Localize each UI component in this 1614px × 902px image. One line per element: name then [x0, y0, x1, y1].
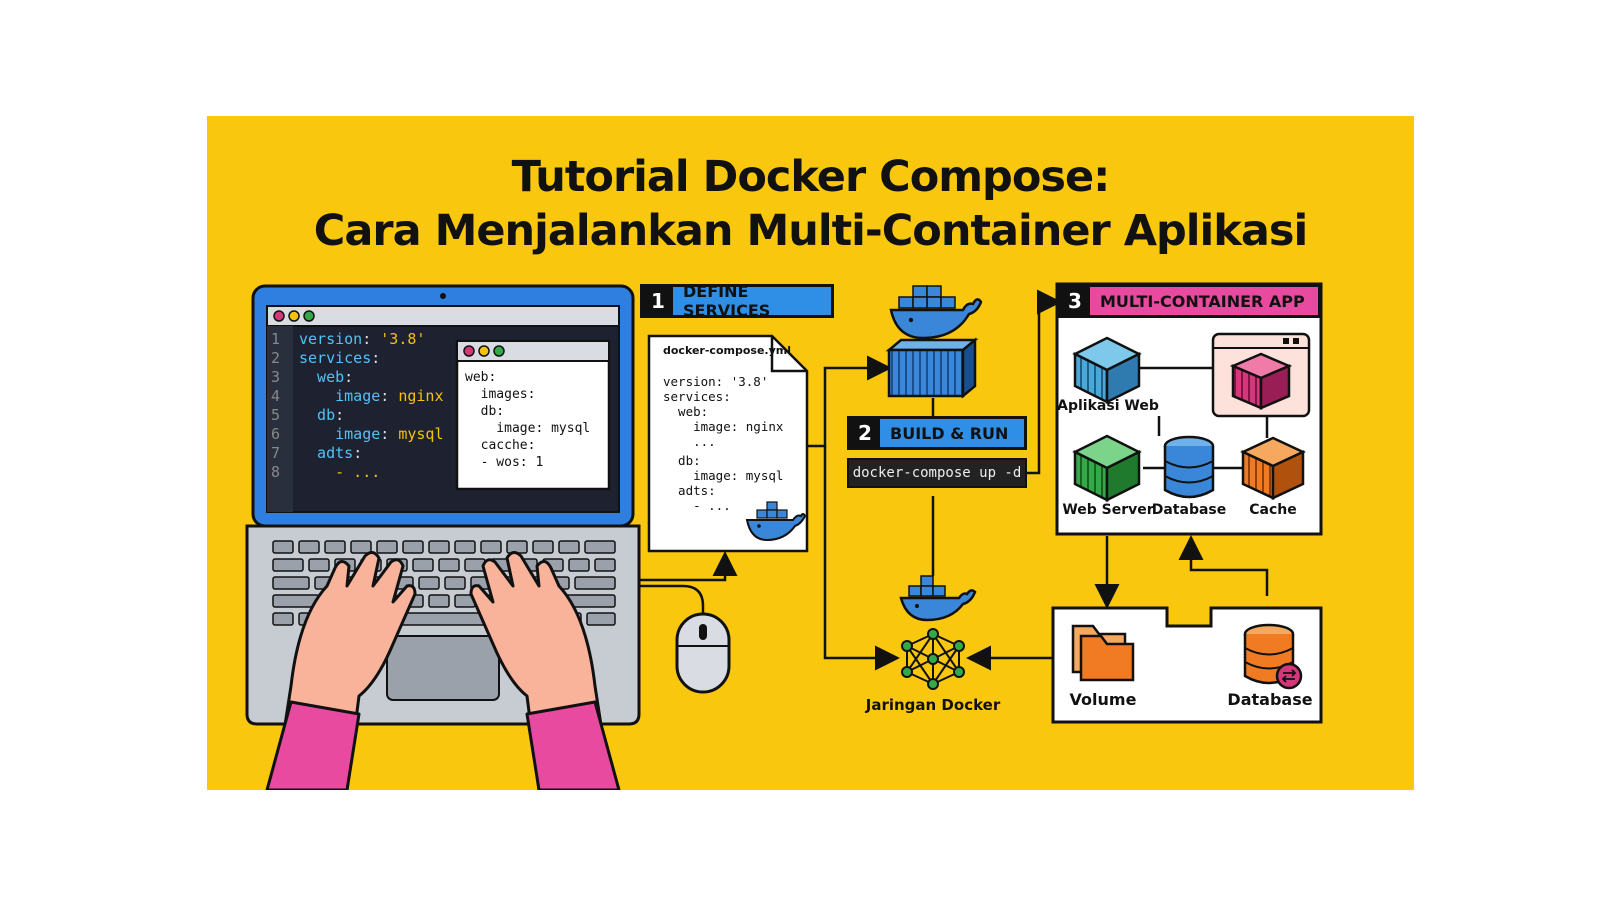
docker-whale-icon [745, 501, 807, 542]
yml-line: - ... [663, 498, 731, 513]
line-number: 1 [271, 330, 281, 348]
line-number: 7 [271, 444, 281, 462]
cache-label: Cache [1249, 502, 1297, 518]
title-line-1: Tutorial Docker Compose: [511, 152, 1111, 202]
cache-container-icon [1240, 436, 1306, 500]
yml-line: image: mysql [663, 468, 784, 483]
yml-line: image: nginx [663, 419, 784, 434]
browser-window-icon [1211, 332, 1311, 418]
code-line: image: mysql [299, 425, 444, 443]
line-number: 6 [271, 425, 281, 443]
mouse [639, 584, 731, 694]
docker-whale-icon [889, 285, 983, 340]
yml-line: db: [663, 453, 701, 468]
folder-icon [1071, 624, 1135, 682]
popup-line: web: [465, 370, 497, 385]
step-3-number: 3 [1060, 287, 1090, 315]
yml-line: ... [663, 434, 716, 449]
popup-line: image: mysql [465, 421, 591, 436]
popup-line: images: [465, 387, 536, 402]
code-line: adts: [299, 444, 363, 462]
code-line: version: '3.8' [299, 330, 426, 348]
step-1-label: DEFINE SERVICES [683, 282, 771, 320]
popup-line: cacche: [465, 438, 536, 453]
popup-window [455, 339, 611, 491]
line-number: 8 [271, 463, 281, 481]
line-number: 3 [271, 368, 281, 386]
title-line-2: Cara Menjalankan Multi-Container Aplikas… [313, 206, 1308, 256]
container-icon [885, 337, 979, 399]
network-label: Jaringan Docker [865, 696, 1001, 714]
line-number: 4 [271, 387, 281, 405]
yml-line: version: '3.8' [663, 374, 769, 389]
step-2-header: 2 BUILD & RUN [847, 416, 1027, 450]
step-3-label: MULTI-CONTAINER APP [1100, 291, 1305, 311]
web-app-label: Aplikasi Web [1057, 398, 1159, 414]
network-icon [901, 628, 965, 690]
code-line: services: [299, 349, 381, 367]
step-3-header: 3 MULTI-CONTAINER APP [1057, 284, 1321, 318]
storage-database-label: Database [1227, 690, 1313, 709]
line-number: 5 [271, 406, 281, 424]
hands [265, 551, 621, 790]
yml-document [647, 334, 809, 553]
code-line: - ... [299, 463, 381, 481]
web-server-container-icon [1072, 434, 1142, 503]
yml-filename: docker-compose.yml [663, 344, 791, 357]
step-1-header: 1 DEFINE SERVICES [640, 282, 834, 320]
command-box: docker-compose up -d [847, 458, 1027, 488]
code-line: image: nginx [299, 387, 444, 405]
yml-line: adts: [663, 483, 716, 498]
code-line: web: [299, 368, 354, 386]
docker-whale-icon [899, 575, 977, 622]
web-app-container-icon [1072, 336, 1142, 405]
diagram-canvas [245, 282, 1323, 790]
poster: Tutorial Docker Compose: Cara Menjalanka… [207, 116, 1414, 790]
popup-line: db: [465, 404, 505, 419]
web-server-label: Web Server [1062, 502, 1154, 518]
yml-line: web: [663, 404, 709, 419]
step-2-label: BUILD & RUN [890, 423, 1009, 443]
yml-line: services: [663, 389, 731, 404]
database-label: Database [1151, 502, 1227, 518]
code-line: db: [299, 406, 345, 424]
step-1-number: 1 [643, 287, 673, 315]
step-2-number: 2 [850, 419, 880, 447]
line-number: 2 [271, 349, 281, 367]
popup-line: - wos: 1 [465, 455, 544, 470]
database-icon [1163, 435, 1215, 499]
volume-label: Volume [1069, 690, 1137, 709]
database-sync-icon [1243, 623, 1303, 690]
